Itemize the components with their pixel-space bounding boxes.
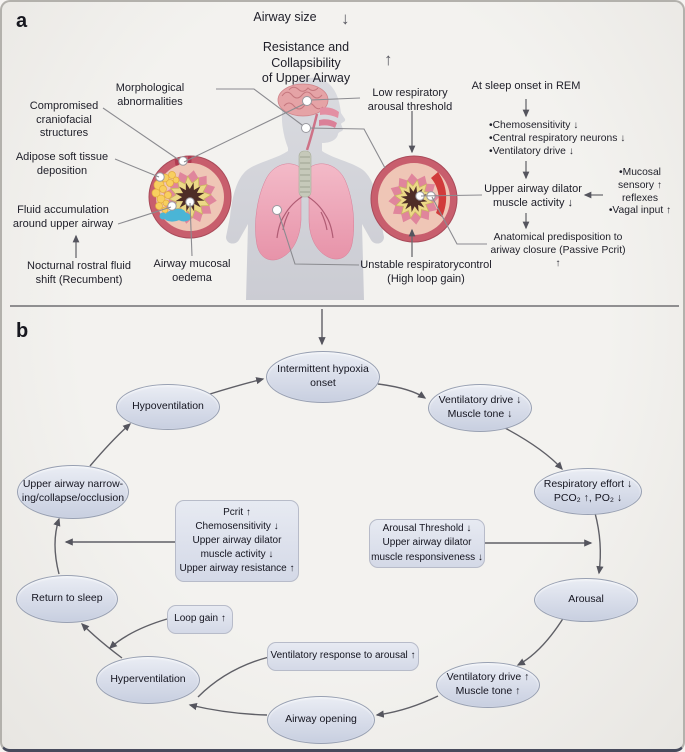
box-ventilatory-response: Ventilatory response to arousal ↑ <box>267 642 419 671</box>
panel-a-arrows <box>72 99 603 258</box>
resistance-collapsibility-label: Resistance and Collapsibility of Upper A… <box>261 40 351 85</box>
box-pcrit-factors: Pcrit ↑ Chemosensitivity ↓ Upper airway … <box>175 500 299 582</box>
connector-lines <box>102 88 487 266</box>
anchor-dots-body <box>272 96 312 215</box>
airway-mucosal-oedema-label: Airway mucosal oedema <box>153 258 231 284</box>
fluid-accumulation-label: Fluid accumulation around upper airway <box>12 204 114 230</box>
airway-size-decrease-arrow: ↓ <box>341 9 350 28</box>
unstable-respiratory-control-label: Unstable respiratorycontrol (High loop g… <box>360 259 492 285</box>
rem-effects-bullets: •Chemosensitivity ↓ •Central respiratory… <box>489 120 626 157</box>
upper-airway-illustration <box>305 107 339 151</box>
trachea-illustration <box>298 150 312 198</box>
node-airway-opening: Airway opening <box>267 696 375 744</box>
anatomical-predisposition-label: Anatomical predisposition to ariway clos… <box>490 232 626 269</box>
node-hypoventilation: Hypoventilation <box>116 384 220 430</box>
airway-size-label: Airway size <box>253 10 317 24</box>
cycle-arrows <box>53 309 604 718</box>
node-ventilatory-drive-down: Ventilatory drive ↓ Muscle tone ↓ <box>428 384 532 432</box>
mucosal-reflexes-vagal-label: •Mucosal sensory ↑ reflexes •Vagal input… <box>608 167 672 217</box>
sleep-onset-rem-label: At sleep onset in REM <box>471 80 581 92</box>
low-arousal-threshold-label: Low respiratory arousal threshold <box>367 87 453 113</box>
adipose-deposition-label: Adipose soft tissue deposition <box>15 151 109 177</box>
node-hyperventilation: Hyperventilation <box>96 656 200 704</box>
nocturnal-fluid-shift-label: Nocturnal rostral fluid shift (Recumbent… <box>27 260 131 286</box>
node-arousal: Arousal <box>534 578 638 622</box>
morphological-abnormalities-label: Morphological abnormalities <box>115 82 185 108</box>
dilator-muscle-activity-label: Upper airway dilator muscle activity ↓ <box>484 183 582 209</box>
node-respiratory-effort: Respiratory effort ↓ PCO₂ ↑, PO₂ ↓ <box>534 468 642 515</box>
craniofacial-structures-label: Compromised craniofacial structures <box>29 100 99 140</box>
box-loop-gain: Loop gain ↑ <box>167 605 233 634</box>
box-arousal-threshold-factors: Arousal Threshold ↓ Upper airway dilator… <box>369 519 485 568</box>
node-upper-airway-narrowing: Upper airway narrow- ing/collapse/occlus… <box>17 465 129 519</box>
node-intermittent-hypoxia-onset: Intermittent hypoxia onset <box>266 351 380 403</box>
airway-cross-section-right <box>370 155 458 243</box>
panel-b-label: b <box>16 320 29 342</box>
node-ventilatory-drive-up: Ventilatory drive ↑ Muscle tone ↑ <box>436 662 540 708</box>
human-silhouette <box>226 77 384 300</box>
node-return-to-sleep: Return to sleep <box>16 575 118 623</box>
mucosal-oedema-wedge <box>431 172 447 217</box>
panel-a-label: a <box>16 10 28 32</box>
anchor-dots-left-circle <box>155 156 195 211</box>
fluid-accumulation-blob <box>159 208 191 222</box>
resistance-increase-arrow: ↑ <box>384 50 393 69</box>
airway-cross-section-left <box>148 155 232 239</box>
